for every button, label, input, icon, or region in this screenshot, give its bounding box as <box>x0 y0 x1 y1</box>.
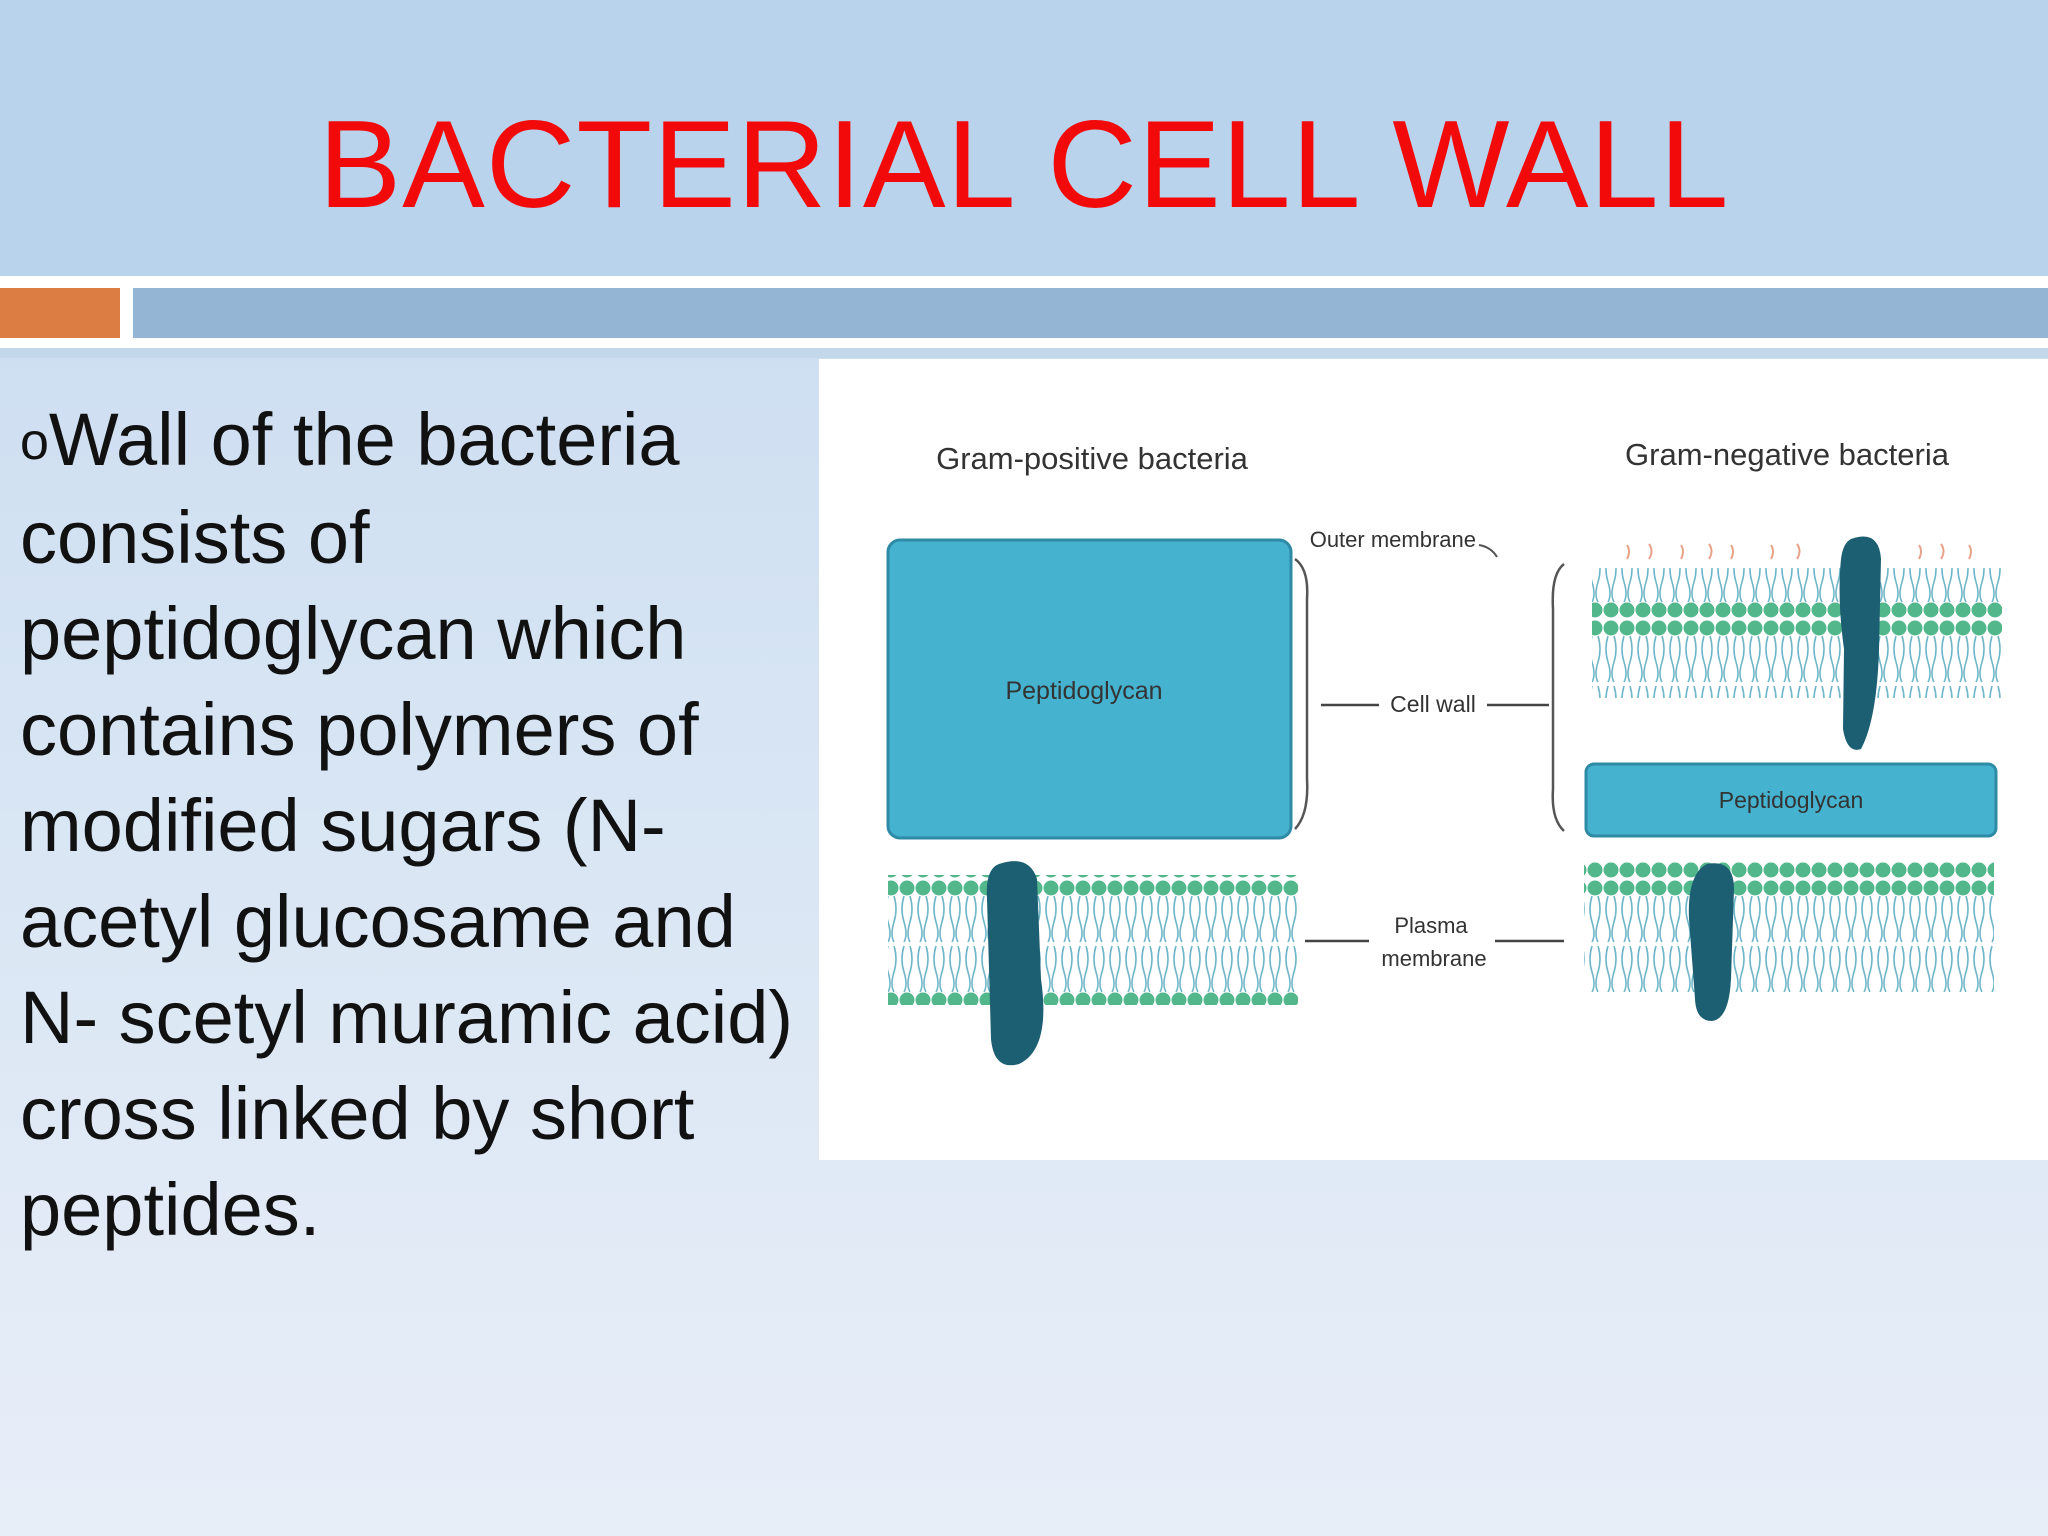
gram-positive-plasma-membrane <box>888 875 1298 1005</box>
gram-negative-bracket <box>1551 563 1565 832</box>
gram-negative-peptidoglycan-label: Peptidoglycan <box>1719 787 1864 813</box>
gram-negative-heading: Gram-negative bacteria <box>1625 437 1950 472</box>
title-band <box>0 0 2048 276</box>
plasma-membrane-label-line2: membrane <box>1381 946 1486 971</box>
cell-wall-diagram: Gram-positive bacteria Gram-negative bac… <box>819 359 2048 1160</box>
lipopolysaccharide-chains <box>1626 543 1972 560</box>
plasma-membrane-label-line1: Plasma <box>1394 913 1468 938</box>
gram-positive-membrane-protein <box>986 861 1044 1066</box>
divider-accent-orange <box>0 288 120 338</box>
gram-positive-heading: Gram-positive bacteria <box>936 441 1249 476</box>
cell-wall-label: Cell wall <box>1390 691 1476 717</box>
divider-strip <box>0 348 2048 358</box>
outer-membrane-label: Outer membrane <box>1310 527 1476 552</box>
gram-negative-outer-membrane <box>1592 568 2002 698</box>
gram-positive-peptidoglycan-layer <box>886 538 1293 840</box>
outer-membrane-pointer <box>1478 544 1498 558</box>
bullet-body: Wall of the bacteria consists of peptido… <box>20 398 793 1251</box>
bullet-text: oWall of the bacteria consists of peptid… <box>20 392 810 1258</box>
slide-title: BACTERIAL CELL WALL <box>318 96 1730 234</box>
gram-negative-porin-protein <box>1839 536 1881 750</box>
gram-negative-peptidoglycan-layer <box>1584 762 1998 838</box>
gram-positive-peptidoglycan-label: Peptidoglycan <box>1005 677 1162 705</box>
bullet-marker: o <box>20 413 49 471</box>
divider-accent-blue <box>133 288 2048 338</box>
gram-negative-plasma-membrane <box>1584 862 1994 992</box>
gram-negative-membrane-protein <box>1688 863 1734 1021</box>
gram-positive-bracket <box>1294 557 1309 830</box>
